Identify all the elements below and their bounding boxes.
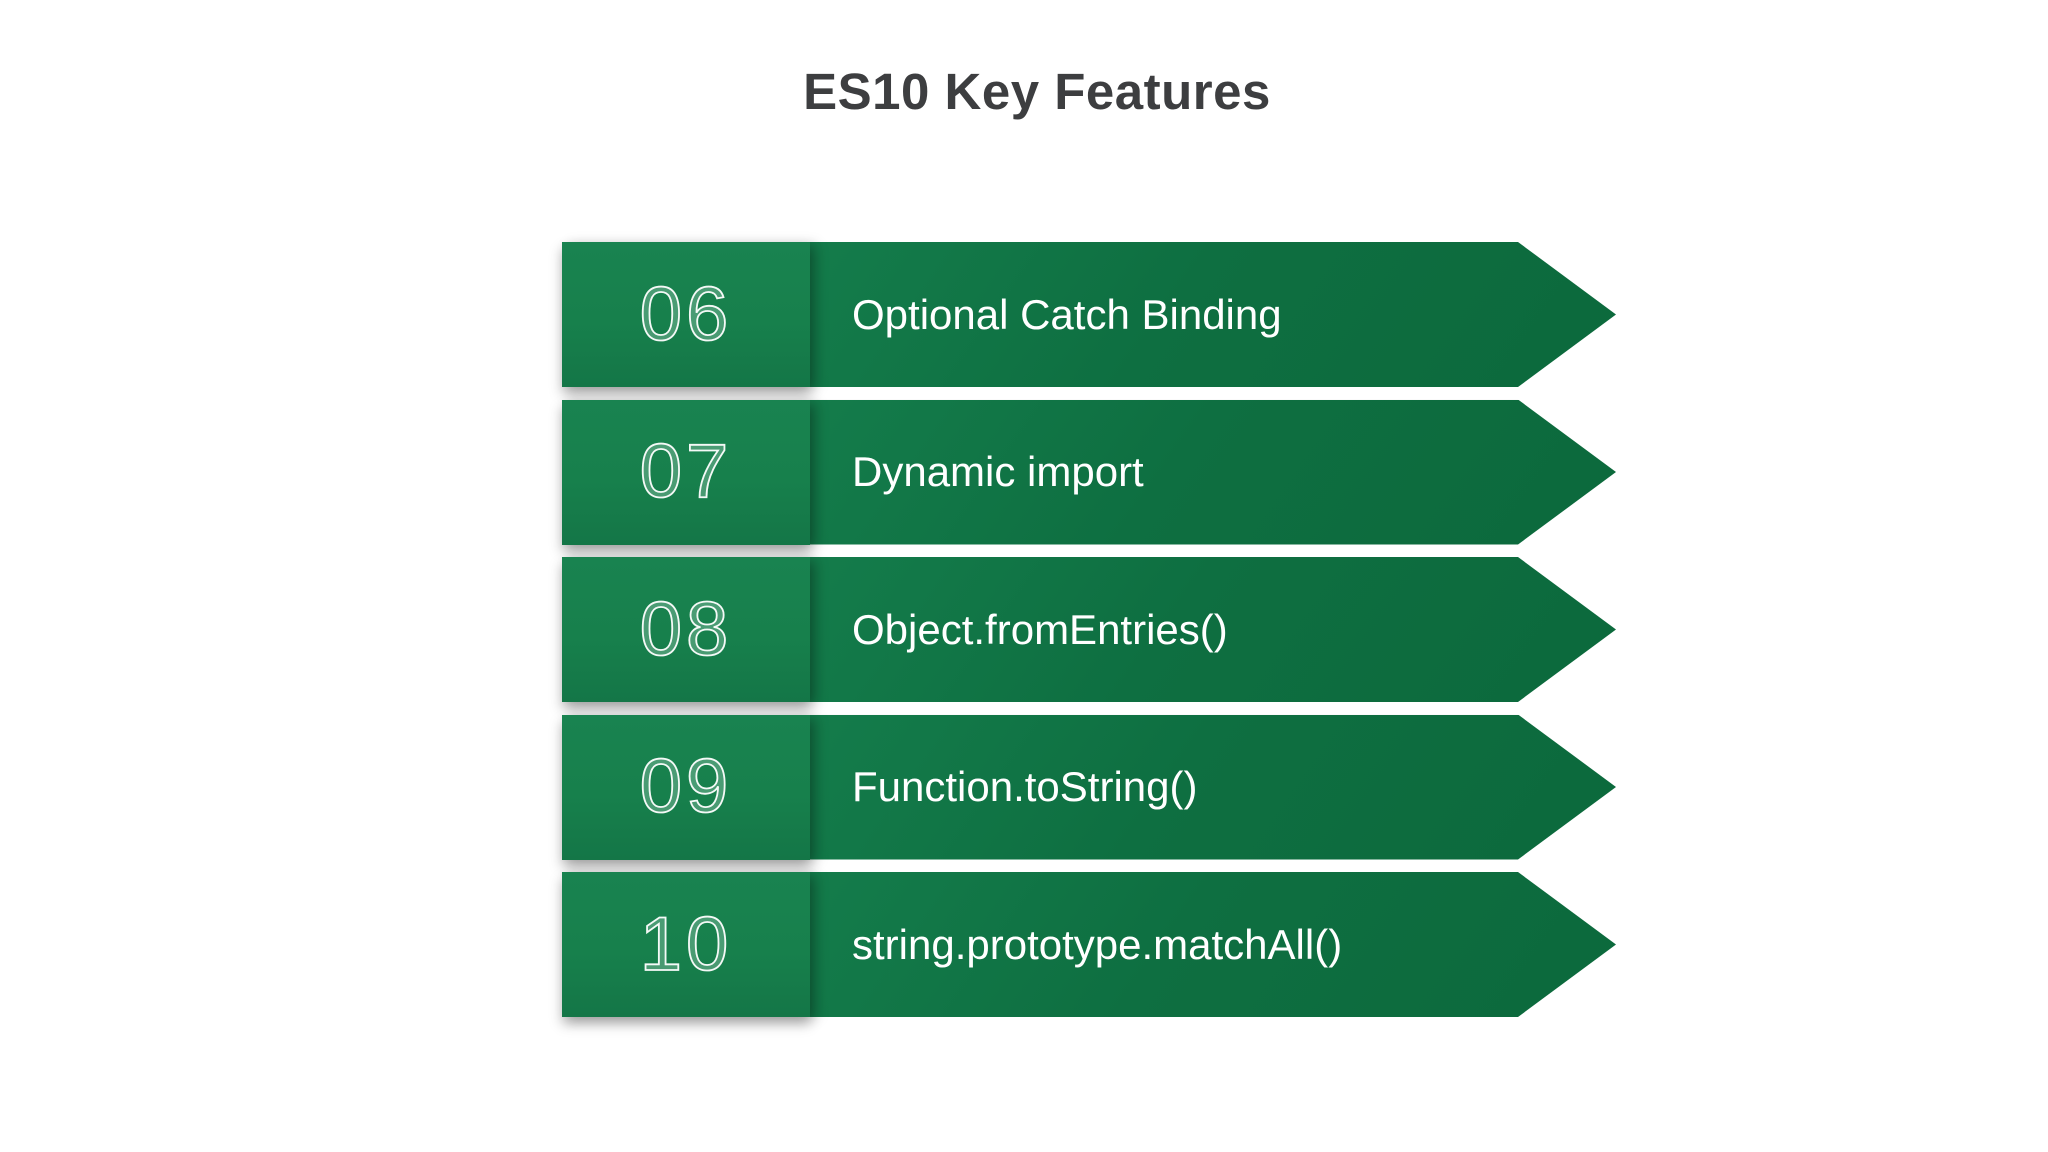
feature-label: Object.fromEntries() (852, 605, 1228, 653)
feature-number: 06 (639, 271, 733, 357)
feature-number-block: 07 (562, 399, 810, 545)
feature-banner: Optional Catch Binding 06 (562, 242, 1616, 387)
feature-label: Function.toString() (852, 763, 1198, 810)
feature-label: Dynamic import (852, 448, 1144, 495)
feature-banner: Object.fromEntries() 08 (562, 557, 1616, 702)
feature-number-block: 06 (562, 242, 810, 387)
arrow-shape: Function.toString() (810, 714, 1616, 860)
arrow-shape: Object.fromEntries() (810, 557, 1616, 702)
feature-banner: string.prototype.matchAll() 10 (562, 872, 1616, 1017)
feature-number: 08 (639, 586, 733, 672)
feature-number: 09 (639, 744, 733, 829)
arrow-shape: string.prototype.matchAll() (810, 872, 1616, 1017)
feature-banner: Dynamic import 07 (562, 399, 1616, 545)
feature-label: Optional Catch Binding (852, 290, 1282, 338)
feature-label: string.prototype.matchAll() (852, 920, 1343, 968)
feature-number-block: 09 (562, 714, 810, 860)
page-title: ES10 Key Features (803, 63, 1271, 120)
feature-number: 10 (639, 901, 733, 987)
feature-number: 07 (639, 429, 733, 514)
feature-banner: Function.toString() 09 (562, 714, 1616, 860)
feature-number-block: 10 (562, 872, 810, 1017)
feature-number-block: 08 (562, 557, 810, 702)
arrow-shape: Optional Catch Binding (810, 242, 1616, 387)
arrow-shape: Dynamic import (810, 399, 1616, 545)
